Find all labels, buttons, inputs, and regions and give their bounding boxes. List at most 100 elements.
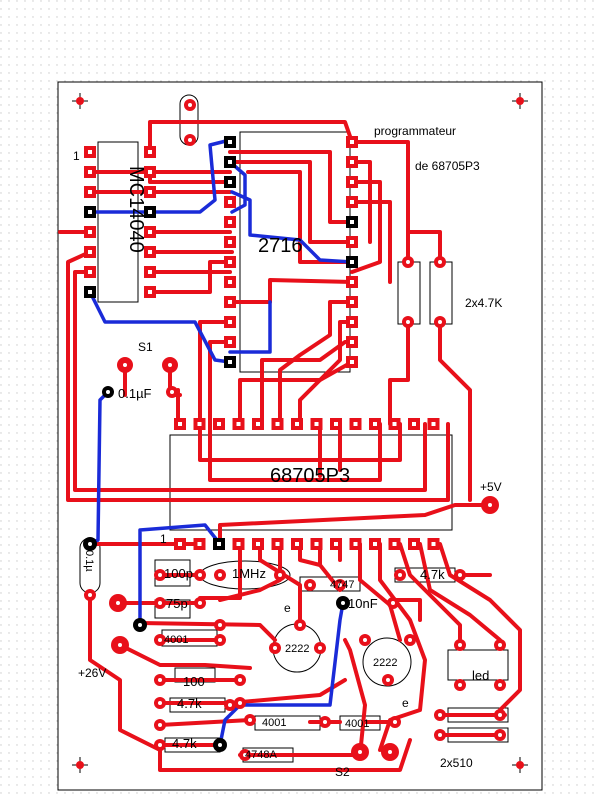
ic-buffer-pad-hole	[88, 270, 92, 274]
ic-eprom-pad-hole	[228, 140, 232, 144]
ic-eprom-pad-hole	[350, 280, 354, 284]
ic-eprom-pad-hole	[228, 220, 232, 224]
ic-mcu-pad-hole	[314, 422, 319, 426]
round-pad-hole	[158, 573, 162, 577]
switch1-label: S1	[138, 340, 153, 354]
ic-eprom-pad-hole	[228, 360, 232, 364]
zener-4748a-label: 4748A	[245, 749, 277, 761]
round-pad-hole	[188, 138, 192, 142]
round-pad-hole	[170, 390, 174, 394]
round-pad-hole	[158, 601, 162, 605]
round-pad-hole	[228, 703, 232, 707]
ic-buffer-pad-hole	[148, 230, 152, 234]
round-pad-hole	[248, 718, 252, 722]
round-pad-hole	[158, 723, 162, 727]
transistor-a-label: 2222	[285, 643, 309, 655]
round-pad-hole	[498, 733, 502, 737]
resistors-2x510-label: 2x510	[440, 756, 473, 770]
round-pad-hole	[498, 683, 502, 687]
round-pad-hole	[438, 733, 442, 737]
ic-buffer-pad-hole	[148, 150, 152, 154]
switch2-label: S2	[335, 765, 350, 779]
round-pad-hole	[341, 601, 345, 605]
ic-eprom-pad-hole	[350, 200, 354, 204]
round-pad-hole	[498, 643, 502, 647]
cap-left-label: 0.1µ	[83, 550, 95, 572]
labels: programmateur de 68705P3 MC14040 2716 68…	[73, 124, 502, 779]
round-pad-hole	[116, 601, 120, 605]
ic-eprom-pad-hole	[228, 320, 232, 324]
round-pad-hole	[318, 646, 322, 650]
ic-eprom-pad-hole	[228, 340, 232, 344]
ic-mcu-pad-hole	[392, 542, 397, 546]
ic-eprom-pad-hole	[350, 300, 354, 304]
ic-mcu-pad-hole	[275, 542, 280, 546]
ic-mcu-pad-hole	[334, 422, 338, 426]
ic-mcu-pad-hole	[197, 542, 202, 546]
ic-buffer-pad-hole	[148, 270, 152, 274]
supply-26v-label: +26V	[78, 666, 106, 680]
cap-75p-label: 75p	[166, 596, 188, 611]
ic-mcu-pad-hole	[431, 542, 436, 546]
ic-buffer-pad-hole	[148, 290, 152, 294]
round-pad-hole	[298, 623, 302, 627]
round-pad-hole	[338, 583, 342, 587]
ic-buffer-pad-hole	[88, 230, 92, 234]
emitter-b-label: e	[402, 696, 409, 710]
round-pad-hole	[358, 750, 362, 754]
round-pad-hole	[438, 320, 442, 324]
ic-mcu-pad-hole	[334, 542, 338, 546]
round-pad-hole	[158, 638, 162, 642]
ic-mcu-pad-hole	[412, 542, 416, 546]
ic-eprom-pad-hole	[350, 160, 354, 164]
ic-eprom-pad-hole	[228, 300, 232, 304]
ic-buffer-pad-hole	[88, 250, 92, 254]
ic-mcu-label: 68705P3	[270, 465, 350, 487]
ic-mc14040-body	[97, 141, 139, 303]
ic-eprom-pad-hole	[228, 160, 232, 164]
ic-eprom-pad-hole	[350, 140, 354, 144]
ic-eprom-pad-hole	[350, 360, 354, 364]
led-label: led	[472, 668, 489, 683]
pin1-mcu-label: 1	[160, 532, 167, 546]
pads	[83, 99, 506, 761]
round-pad-hole	[323, 720, 327, 724]
ic-eprom-pad-hole	[350, 260, 354, 264]
red-traces	[58, 120, 522, 772]
round-pad-hole	[438, 713, 442, 717]
emitter-a-label: e	[284, 601, 291, 615]
ic-mcu-pad-hole	[412, 422, 416, 426]
pin1-left-label: 1	[73, 149, 80, 163]
round-pad-hole	[218, 743, 222, 747]
ic-mcu-pad-hole	[275, 422, 280, 426]
mounting-marks	[72, 93, 528, 773]
cap-top-label: 0.1µF	[118, 386, 152, 401]
round-pad-hole	[386, 678, 390, 682]
round-pad-hole	[158, 701, 162, 705]
ic-eprom-pad-hole	[228, 260, 232, 264]
round-pad-hole	[438, 260, 442, 264]
title-line2: de 68705P3	[415, 159, 480, 173]
diode-4001-c-label: 4001	[345, 718, 369, 730]
round-pad-hole	[218, 623, 222, 627]
round-pad-hole	[406, 260, 410, 264]
ic-mcu-pad-hole	[178, 422, 182, 426]
ic-mcu-pad-hole	[217, 422, 221, 426]
round-pad-hole	[273, 646, 277, 650]
ic-mcu-pad-hole	[353, 422, 358, 426]
ic-mcu-pad-hole	[236, 542, 241, 546]
round-pad-hole	[138, 623, 142, 627]
res-100-label: 100	[183, 674, 205, 689]
round-pad-hole	[458, 573, 462, 577]
cap-10nf-label: 10nF	[348, 596, 378, 611]
ic-buffer-pad-hole	[88, 150, 92, 154]
round-pad-hole	[458, 643, 462, 647]
round-pad-hole	[363, 638, 367, 642]
title-line1: programmateur	[374, 124, 456, 138]
ic-eprom-pad-hole	[228, 180, 232, 184]
ic-mcu-pad-hole	[256, 422, 260, 426]
cap-100p-label: 100p	[164, 566, 193, 581]
round-pad-hole	[158, 743, 162, 747]
round-pad-hole	[88, 542, 92, 546]
